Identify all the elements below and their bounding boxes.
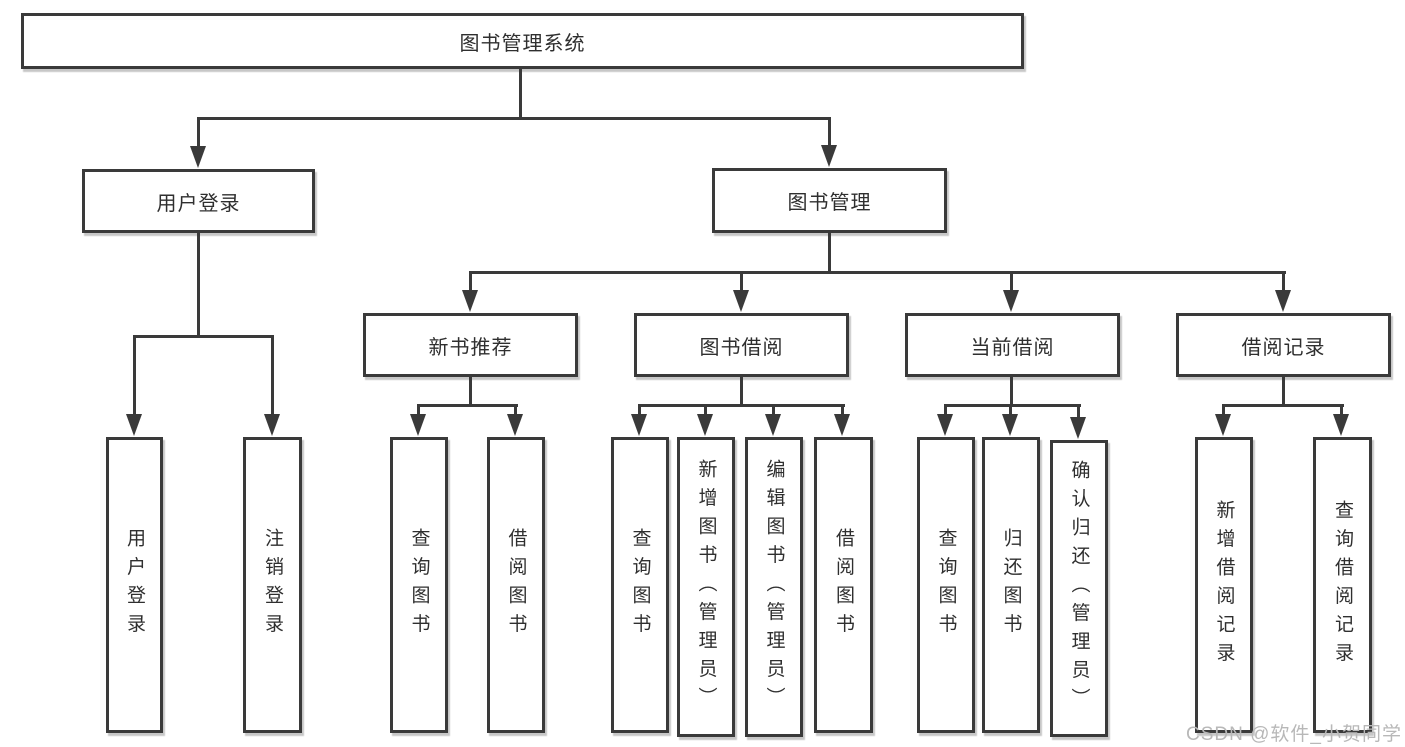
connector-to-leaf-borrow-borrowing xyxy=(841,404,844,417)
leaf-query-borrow-record-label: 查询借阅记录 xyxy=(1332,499,1353,671)
connector-to-leaf-query-borrowing xyxy=(638,404,641,417)
connector-to-leaf-return-books xyxy=(1009,404,1012,417)
leaf-query-books-current: 查询图书 xyxy=(917,437,975,733)
arrow-to-leaf-confirm-return xyxy=(1070,417,1086,439)
arrow-to-leaf-add-books xyxy=(697,414,713,436)
connector-to-leaf-query-current xyxy=(944,404,947,417)
leaf-borrow-books-recommend-label: 借阅图书 xyxy=(505,528,527,642)
arrow-to-leaf-borrow-borrowing xyxy=(834,414,850,436)
connector-to-leaf-add-books xyxy=(704,404,707,417)
leaf-return-books: 归还图书 xyxy=(982,437,1040,733)
arrow-to-leaf-user-login xyxy=(126,414,142,436)
connector-level2-hline xyxy=(469,271,1286,274)
node-borrowing-records: 借阅记录 xyxy=(1176,313,1391,377)
node-book-management: 图书管理 xyxy=(712,168,947,233)
connector-to-leaf-edit-books xyxy=(772,404,775,417)
connector-recommend-stem xyxy=(469,375,472,406)
leaf-query-borrow-record: 查询借阅记录 xyxy=(1313,437,1372,733)
connector-to-leaf-confirm-return xyxy=(1077,404,1080,417)
leaf-confirm-return-admin: 确认归还（管理员） xyxy=(1050,440,1108,737)
connector-to-user-login xyxy=(197,117,200,149)
connector-records-hline xyxy=(1222,404,1344,407)
connector-to-leaf-add-record xyxy=(1222,404,1225,417)
connector-user-login-stem xyxy=(197,231,200,337)
leaf-query-books-current-label: 查询图书 xyxy=(935,528,957,642)
leaf-query-books-recommend: 查询图书 xyxy=(390,437,448,733)
connector-borrowing-hline xyxy=(638,404,845,407)
connector-to-new-book-recommend xyxy=(469,271,472,292)
leaf-return-books-label: 归还图书 xyxy=(1000,528,1022,642)
leaf-add-books-admin-label: 新增图书（管理员） xyxy=(695,458,717,716)
leaf-confirm-return-admin-label: 确认归还（管理员） xyxy=(1068,460,1090,717)
leaf-borrow-books-recommend: 借阅图书 xyxy=(487,437,545,733)
connector-to-leaf-user-login xyxy=(133,335,136,416)
arrow-to-new-book-recommend xyxy=(462,290,478,312)
node-new-book-recommend: 新书推荐 xyxy=(363,313,578,377)
arrow-to-leaf-query-current xyxy=(937,414,953,436)
connector-records-stem xyxy=(1282,375,1285,406)
connector-root-stem xyxy=(519,67,522,119)
arrow-to-user-login xyxy=(190,146,206,168)
connector-book-management-stem xyxy=(828,231,831,273)
leaf-query-books-recommend-label: 查询图书 xyxy=(408,528,430,642)
node-user-login: 用户登录 xyxy=(82,169,315,233)
arrow-to-leaf-query-record xyxy=(1333,414,1349,436)
connector-to-leaf-query-recommend xyxy=(417,404,420,417)
leaf-add-borrow-record: 新增借阅记录 xyxy=(1195,437,1253,733)
leaf-edit-books-admin-label: 编辑图书（管理员） xyxy=(763,458,785,716)
connector-current-stem xyxy=(1010,375,1013,406)
arrow-to-leaf-add-record xyxy=(1215,414,1231,436)
node-root-label: 图书管理系统 xyxy=(459,32,586,55)
connector-to-current-borrowing xyxy=(1010,271,1013,292)
arrow-to-leaf-return-books xyxy=(1002,414,1018,436)
arrow-to-leaf-borrow-recommend xyxy=(507,414,523,436)
connector-to-book-borrowing xyxy=(740,271,743,292)
node-new-book-recommend-label: 新书推荐 xyxy=(428,336,513,359)
csdn-watermark: CSDN @软件_小贺同学 xyxy=(1186,724,1402,745)
leaf-add-borrow-record-label: 新增借阅记录 xyxy=(1213,499,1235,671)
leaf-borrow-books-borrowing-label: 借阅图书 xyxy=(833,528,854,642)
node-borrowing-records-label: 借阅记录 xyxy=(1241,336,1326,359)
node-current-borrowing-label: 当前借阅 xyxy=(970,336,1055,359)
leaf-query-books-borrowing-label: 查询图书 xyxy=(629,528,651,642)
connector-to-book-management xyxy=(828,117,831,147)
arrow-to-leaf-query-recommend xyxy=(410,414,426,436)
leaf-logout: 注销登录 xyxy=(243,437,302,733)
node-root: 图书管理系统 xyxy=(21,13,1024,69)
leaf-user-login-label: 用户登录 xyxy=(124,528,145,642)
connector-recommend-hline xyxy=(417,404,518,407)
leaf-user-login: 用户登录 xyxy=(106,437,163,733)
leaf-logout-label: 注销登录 xyxy=(262,528,283,642)
connector-to-leaf-logout xyxy=(271,335,274,416)
connector-current-hline xyxy=(944,404,1081,407)
arrow-to-leaf-logout xyxy=(264,414,280,436)
arrow-to-current-borrowing xyxy=(1003,290,1019,312)
node-book-management-label: 图书管理 xyxy=(787,192,872,214)
connector-to-leaf-borrow-recommend xyxy=(514,404,517,417)
leaf-add-books-admin: 新增图书（管理员） xyxy=(677,437,735,737)
connector-to-leaf-query-record xyxy=(1340,404,1343,417)
node-book-borrowing-label: 图书借阅 xyxy=(699,336,784,359)
connector-level1-hline xyxy=(197,117,831,120)
connector-borrowing-stem xyxy=(740,375,743,406)
node-user-login-label: 用户登录 xyxy=(156,192,241,215)
connector-to-borrowing-records xyxy=(1282,271,1285,292)
leaf-borrow-books-borrowing: 借阅图书 xyxy=(814,437,873,733)
node-current-borrowing: 当前借阅 xyxy=(905,313,1120,377)
arrow-to-borrowing-records xyxy=(1275,290,1291,312)
arrow-to-leaf-query-borrowing xyxy=(631,414,647,436)
arrow-to-leaf-edit-books xyxy=(765,414,781,436)
leaf-query-books-borrowing: 查询图书 xyxy=(611,437,669,733)
arrow-to-book-borrowing xyxy=(733,290,749,312)
arrow-to-book-management xyxy=(821,145,837,167)
connector-user-login-hline xyxy=(133,335,274,338)
node-book-borrowing: 图书借阅 xyxy=(634,313,849,377)
leaf-edit-books-admin: 编辑图书（管理员） xyxy=(745,437,803,737)
